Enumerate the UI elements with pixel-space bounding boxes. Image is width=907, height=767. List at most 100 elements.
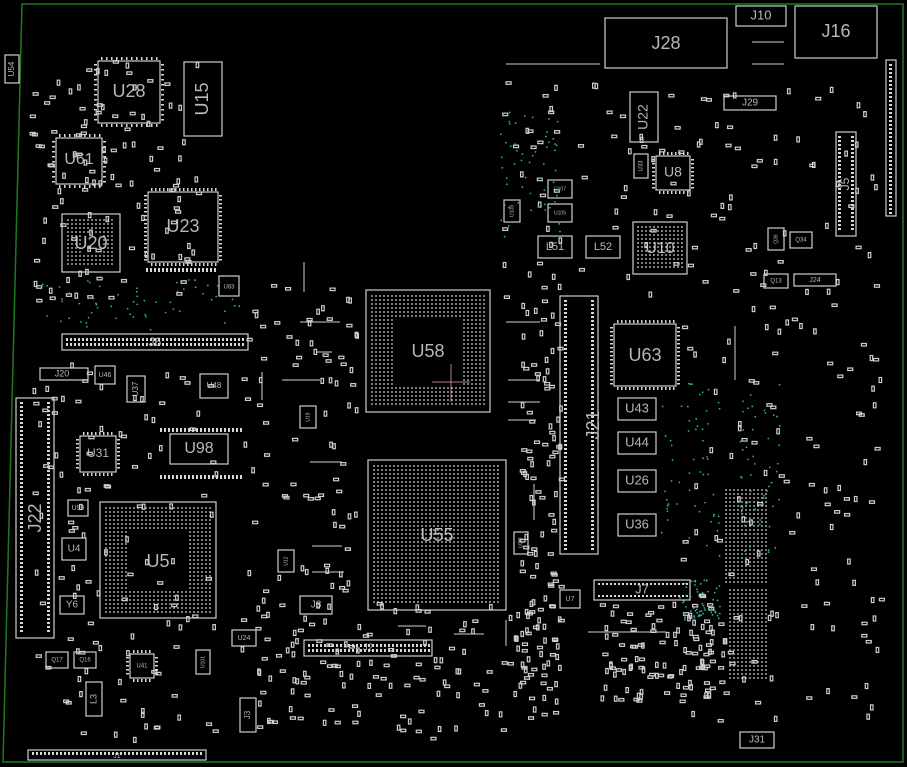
component-label-j3: J3 [243, 710, 252, 719]
connector-j22[interactable]: J22 [15, 397, 55, 639]
component-u4[interactable]: U4 [61, 537, 87, 561]
connector-j6[interactable]: J6 [61, 333, 249, 351]
component-label-j28: J28 [651, 33, 680, 53]
component-label-j8: J8 [311, 600, 322, 611]
component-label-u63: U63 [628, 345, 661, 365]
component-u22[interactable]: U22 [629, 91, 659, 143]
component-u83[interactable]: U83 [218, 275, 240, 297]
connector-j25[interactable] [885, 59, 897, 217]
component-label-j31: J31 [749, 735, 766, 746]
connector-j28[interactable]: J28 [604, 17, 728, 69]
component-u5[interactable]: U5 [99, 501, 217, 619]
connector-j8[interactable]: J8 [299, 595, 333, 615]
component-label-u105: U105 [554, 210, 566, 216]
component-label-u15: U15 [192, 82, 212, 115]
component-label-u10: U10 [645, 240, 674, 257]
component-label-j7: J7 [635, 581, 649, 596]
component-label-j6: J6 [149, 335, 162, 349]
component-label-u37: U37 [131, 381, 140, 396]
component-label-u30: U30 [519, 537, 525, 549]
component-u41[interactable]: U41 [129, 653, 155, 679]
component-label-u83: U83 [223, 285, 235, 291]
component-u19[interactable]: U19 [299, 405, 317, 429]
component-u63[interactable]: U63 [613, 323, 677, 387]
component-label-u24: U24 [238, 635, 251, 642]
transistor-q17[interactable]: Q17 [45, 651, 69, 669]
component-label-u26: U26 [625, 472, 649, 487]
component-label-u58: U58 [411, 341, 444, 361]
connector-j7[interactable]: J7 [593, 579, 691, 601]
component-u37[interactable]: U37 [126, 375, 146, 403]
component-u43[interactable]: U43 [617, 397, 657, 421]
component-u108[interactable]: U108 [503, 199, 521, 223]
component-label-u36: U36 [625, 516, 649, 531]
transistor-q13[interactable]: Q13 [763, 273, 789, 289]
component-label-l52: L52 [594, 241, 612, 253]
component-u36[interactable]: U36 [617, 513, 657, 537]
component-u10[interactable]: U10 [632, 221, 688, 275]
component-u31[interactable]: U31 [79, 435, 117, 473]
component-label-j5: J5 [838, 177, 852, 190]
component-label-u22: U22 [635, 104, 651, 130]
component-u20[interactable]: U20 [61, 213, 121, 273]
inductor-l51[interactable]: L51 [537, 235, 573, 259]
board-outline [2, 3, 904, 763]
connector-j31[interactable]: J31 [739, 731, 775, 749]
component-label-u106: U107 [554, 186, 566, 192]
component-label-j29: J29 [742, 98, 759, 109]
component-label-j1: J1 [113, 753, 121, 760]
connector-j16[interactable]: J16 [794, 5, 878, 59]
component-u28[interactable]: U28 [97, 60, 161, 124]
component-label-j22: J22 [25, 503, 45, 532]
component-u98[interactable]: U98 [169, 433, 229, 465]
connector-j3[interactable]: J3 [239, 697, 257, 733]
component-u99[interactable]: U99 [67, 499, 89, 517]
component-u44[interactable]: U44 [617, 431, 657, 455]
component-u12[interactable]: U12 [277, 549, 295, 573]
component-u58[interactable]: U58 [365, 289, 491, 413]
connector-j10[interactable]: J10 [735, 5, 787, 27]
component-u30[interactable]: U30 [513, 531, 529, 555]
component-u46[interactable]: U46 [94, 365, 116, 385]
component-label-q16: Q16 [79, 658, 91, 664]
connector-j1[interactable]: J1 [27, 749, 207, 761]
connector-j24[interactable]: J24 [793, 273, 837, 287]
component-label-q13: Q13 [770, 279, 782, 285]
component-label-u46: U46 [99, 372, 112, 379]
component-u15[interactable]: U15 [183, 61, 223, 137]
component-label-l3: L3 [88, 694, 98, 704]
transistor-q36[interactable]: Q36 [767, 227, 785, 251]
connector-j20[interactable]: J20 [39, 367, 89, 381]
component-u26[interactable]: U26 [617, 469, 657, 493]
component-label-u19: U19 [305, 412, 311, 421]
component-label-j10: J10 [751, 7, 772, 22]
component-label-u28: U28 [112, 81, 145, 101]
component-label-u43: U43 [625, 400, 649, 415]
crystal-y6[interactable]: Y6 [59, 595, 85, 615]
component-u23[interactable]: U23 [147, 191, 219, 263]
component-label-q34: Q34 [795, 238, 807, 244]
component-label-u8: U8 [664, 164, 682, 180]
component-label-u12: U12 [283, 556, 289, 565]
component-label-u41: U41 [136, 664, 148, 670]
component-label-j2: J2 [363, 643, 374, 654]
inductor-l52[interactable]: L52 [585, 235, 621, 259]
component-u33[interactable]: U33 [633, 153, 649, 179]
component-u54[interactable]: U54 [4, 54, 20, 84]
component-u24[interactable]: U24 [231, 629, 257, 647]
component-u8[interactable]: U8 [655, 155, 691, 191]
component-label-u108: U108 [509, 205, 515, 217]
component-u105[interactable]: U105 [547, 203, 573, 223]
connector-j29[interactable]: J29 [723, 95, 777, 111]
component-label-j24: J24 [809, 277, 820, 284]
inductor-l3[interactable]: L3 [85, 681, 103, 717]
board-decorations [20, 41, 892, 755]
component-u7[interactable]: U7 [559, 589, 581, 609]
component-label-u101: U101 [200, 656, 206, 668]
component-u106[interactable]: U107 [547, 179, 573, 199]
connector-j2[interactable]: J2 [303, 639, 433, 657]
component-u101[interactable]: U101 [195, 649, 211, 675]
component-label-u99: U99 [72, 505, 85, 512]
transistor-q34[interactable]: Q34 [789, 231, 813, 249]
